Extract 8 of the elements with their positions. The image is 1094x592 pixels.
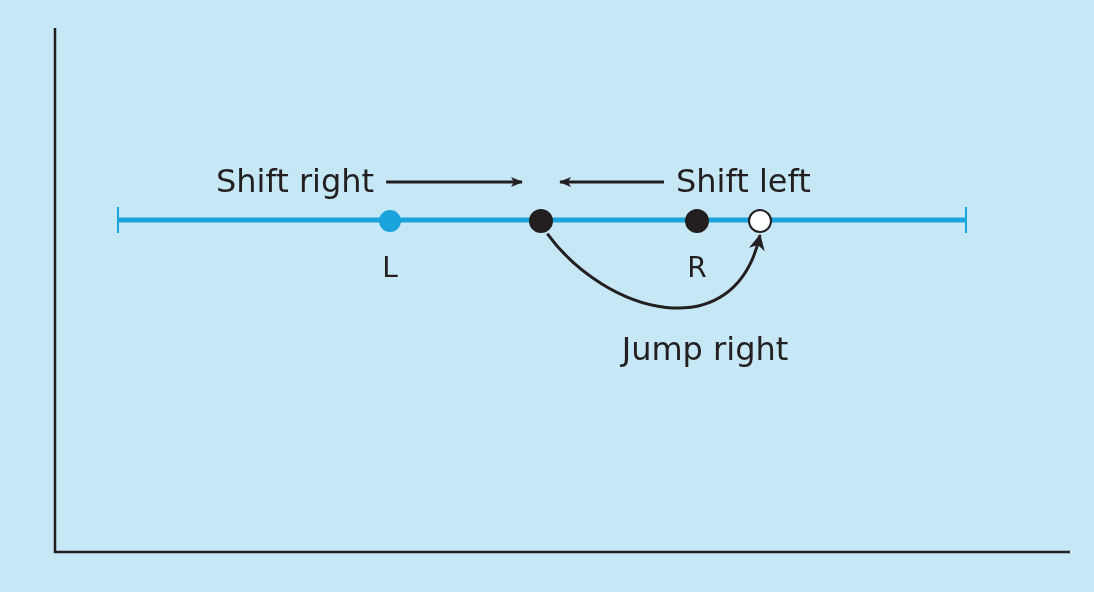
arrow [559, 177, 664, 187]
point-label: L [382, 252, 398, 284]
curved-arrow [546, 232, 763, 310]
edge-label: Jump right [621, 330, 789, 368]
axis-label-text: Shift right [216, 162, 375, 200]
point-label: R [687, 252, 707, 284]
arrow [386, 177, 523, 187]
axis-label-text: Shift left [676, 162, 811, 200]
